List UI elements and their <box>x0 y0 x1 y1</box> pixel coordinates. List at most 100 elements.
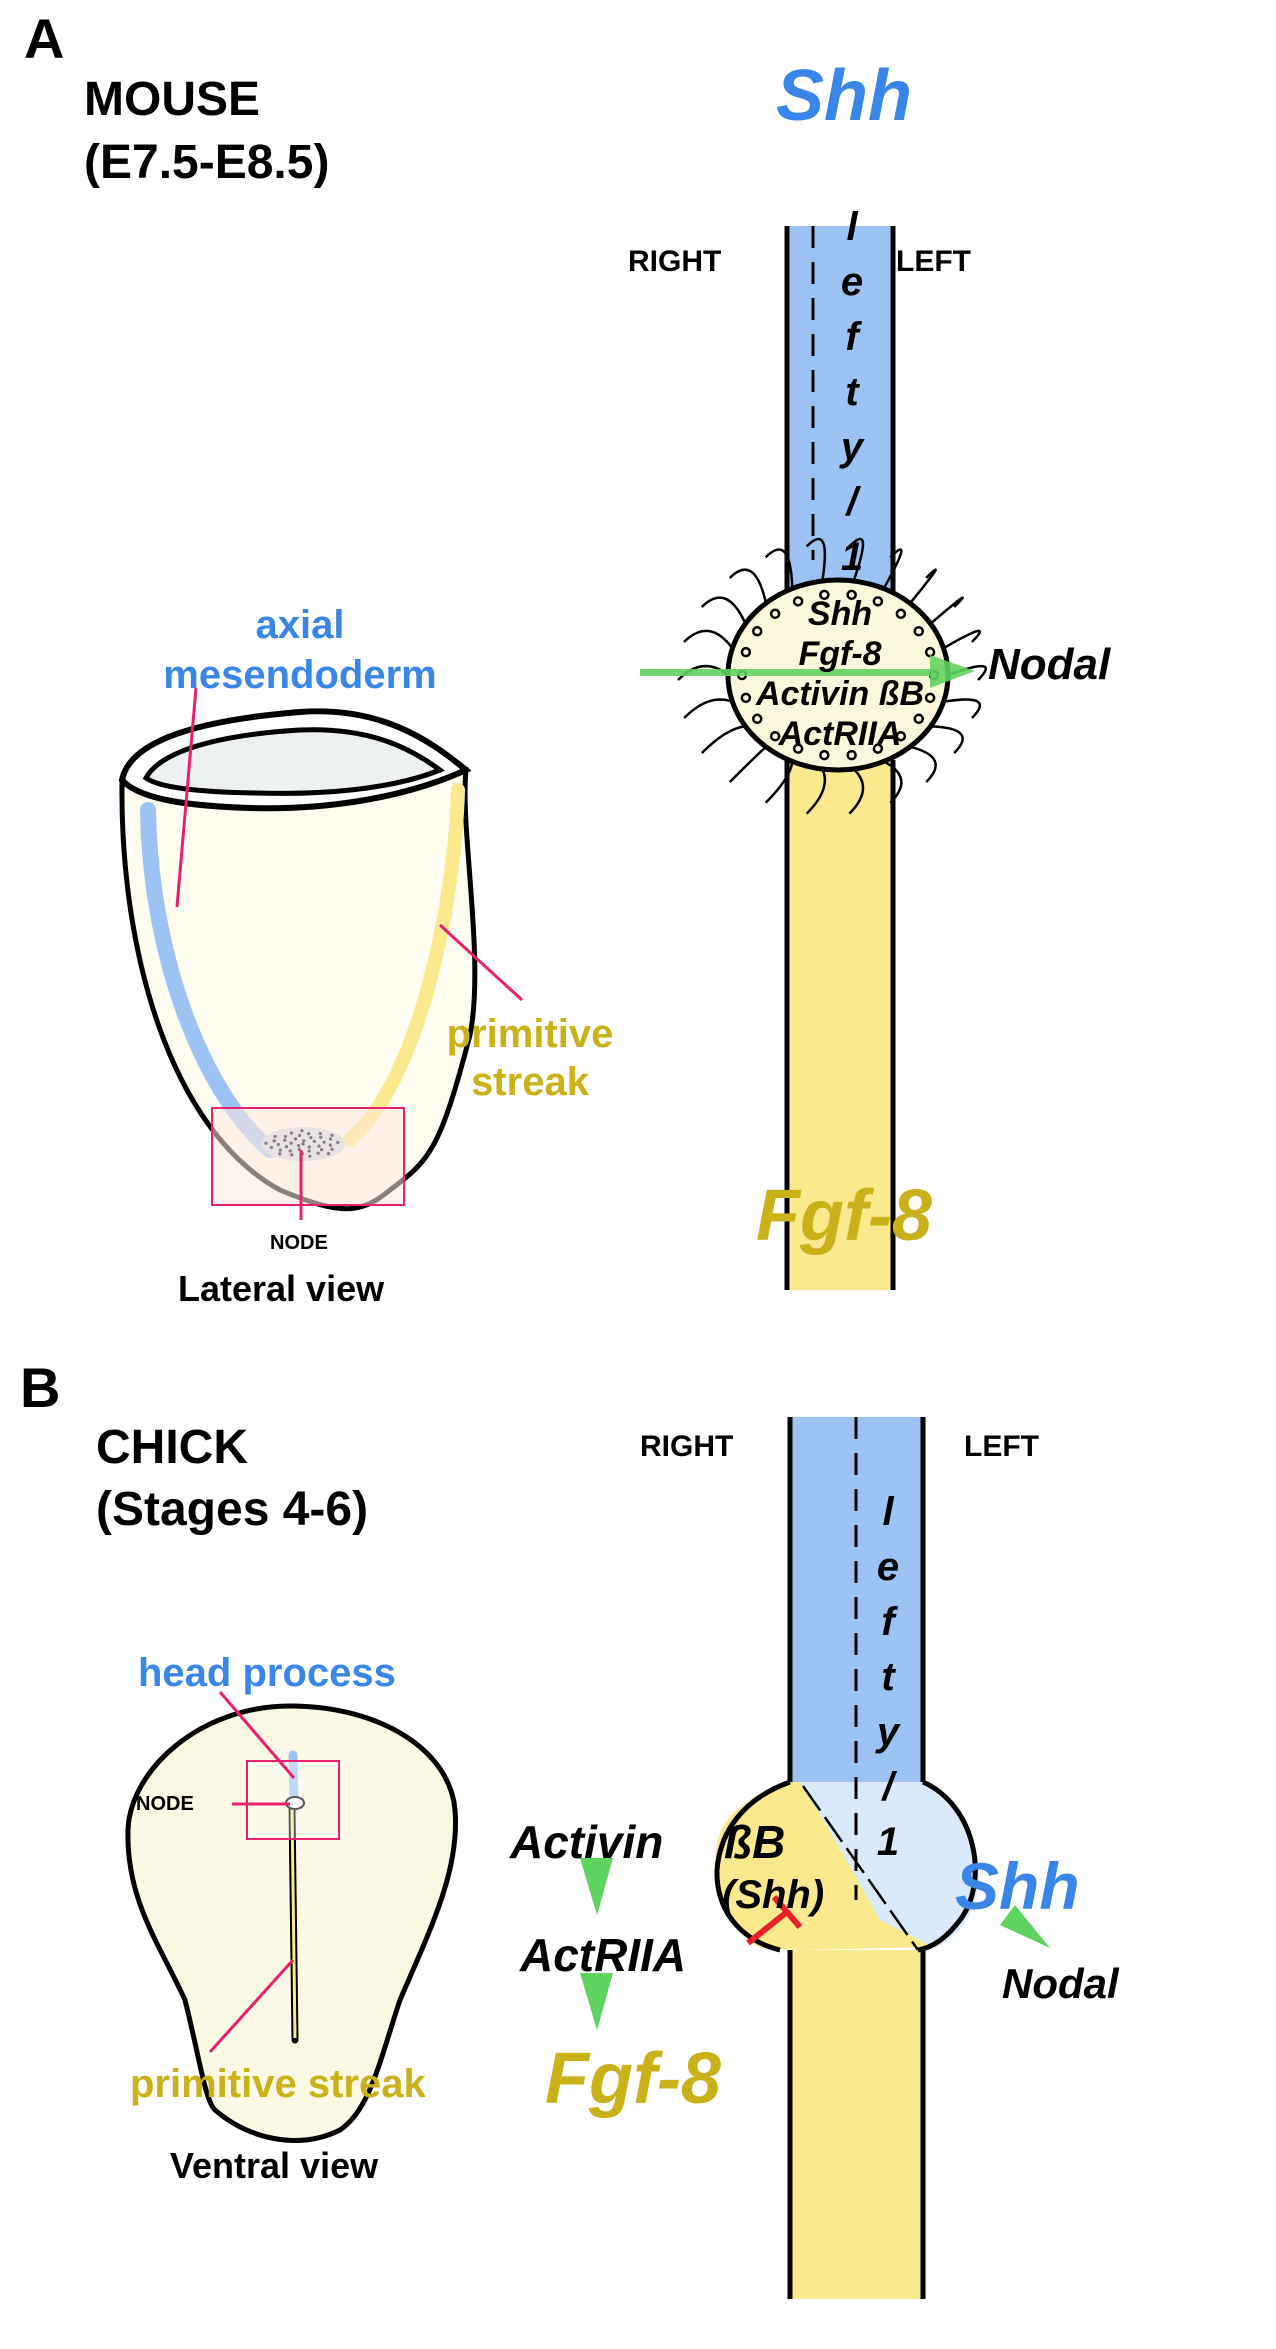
node-dot <box>278 1148 282 1152</box>
node-dot <box>326 1152 331 1156</box>
streak-label-line1: primitive <box>446 1012 614 1056</box>
notochord-blue-column <box>787 226 893 606</box>
cilium-base <box>924 692 936 704</box>
lefty-a-letter: f <box>845 315 859 359</box>
lefty-b-letter: l <box>882 1490 894 1534</box>
cilium-base <box>769 608 781 620</box>
node-divider <box>801 1785 920 1951</box>
cilium-base <box>846 589 857 601</box>
panel-a-shh-label: Shh <box>776 56 912 136</box>
cilium <box>683 629 734 649</box>
cilium-base <box>792 743 804 754</box>
cilium-base <box>819 749 830 761</box>
activin-to-actriia-arrow <box>580 1858 613 1915</box>
node-dot <box>330 1133 334 1137</box>
primitive-streak-label-a: primitive streak <box>420 1010 640 1106</box>
node-dot <box>293 1137 298 1141</box>
head-process-label: head process <box>138 1651 396 1695</box>
cilium-base <box>740 692 752 704</box>
node-right-light-blue <box>800 1782 979 1948</box>
cilium <box>882 548 903 590</box>
node-dot <box>328 1137 333 1141</box>
panel-b-species: CHICK <box>96 1421 248 1474</box>
lateral-view-label: Lateral view <box>178 1268 385 1309</box>
lefty-a-letter: / <box>846 480 858 524</box>
node-dot <box>318 1131 322 1136</box>
node-dot <box>264 1141 268 1145</box>
cilium-base <box>913 713 925 725</box>
panel-b-letter: B <box>20 1356 61 1419</box>
lefty-b-letter: t <box>881 1655 895 1699</box>
lefty-b-letter: e <box>876 1545 900 1589</box>
beta-b-label: ßB <box>724 1816 786 1868</box>
node-gene-label: Shh <box>807 595 873 633</box>
node-dot <box>284 1144 288 1149</box>
node-dot <box>296 1143 301 1148</box>
lefty-b-letter: / <box>882 1765 894 1809</box>
cilium <box>909 745 937 783</box>
node-stipple <box>264 1129 340 1158</box>
cilium <box>764 761 794 804</box>
node-dot <box>298 1133 302 1138</box>
lefty-a-letter: t <box>845 370 859 414</box>
actriia-to-fgf8-arrow <box>580 1973 613 2030</box>
cilium-base <box>740 646 752 658</box>
cilium-base <box>913 625 925 637</box>
lefty-a-letter: y <box>840 425 864 469</box>
panel-a-letter: A <box>24 7 65 70</box>
axial-label-line1: axial <box>255 603 345 647</box>
cilium <box>942 629 982 650</box>
node-dot <box>307 1145 311 1149</box>
panel-a-stage: (E7.5-E8.5) <box>84 136 330 189</box>
streak-label-line2: streak <box>471 1060 589 1104</box>
panel-a-node-label: NODE <box>270 1232 328 1254</box>
panel-b-stage: (Stages 4-6) <box>96 1483 369 1536</box>
node-gene-label: Fgf-8 <box>798 635 882 673</box>
lefty-a-letter: 1 <box>840 535 864 579</box>
panel-b-nodal-label: Nodal <box>1002 1960 1119 2007</box>
node-dot <box>273 1134 277 1139</box>
panel-a-species: MOUSE <box>84 73 261 126</box>
node-dot <box>317 1144 321 1148</box>
panel-b-fgf8-label: Fgf-8 <box>545 2039 721 2119</box>
streak-pointer <box>208 1958 295 2054</box>
embryo-cup-rim-inner <box>142 727 446 796</box>
node-gene-label: ActRIIA <box>778 715 902 753</box>
cilium <box>848 768 865 815</box>
cilium-base <box>895 730 907 742</box>
chick-column <box>580 1417 1050 2299</box>
cilium <box>700 725 746 754</box>
panel-a-right-label: RIGHT <box>628 245 722 278</box>
node-dot <box>283 1138 287 1142</box>
lefty-b-letter: f <box>881 1600 895 1644</box>
primitive-streak-core <box>290 1807 297 2039</box>
cilium-base <box>872 743 884 754</box>
streak-yellow-column <box>787 740 893 1290</box>
head-process-pointer <box>218 1691 296 1779</box>
node-outline <box>714 1779 978 1953</box>
panel-b-left-label: LEFT <box>964 1430 1039 1463</box>
node-dot <box>278 1152 282 1156</box>
node-dot <box>276 1142 280 1147</box>
lefty-a-letter: e <box>840 260 864 304</box>
node-dot <box>289 1131 294 1135</box>
cilium <box>700 596 747 625</box>
node-dot <box>300 1129 304 1133</box>
node-dot <box>269 1145 274 1150</box>
cilium <box>943 698 982 719</box>
shh-paren-label: (Shh) <box>722 1873 825 1917</box>
lefty-b-letter: 1 <box>876 1820 900 1864</box>
cilium <box>683 698 733 719</box>
cilium-base <box>769 730 781 742</box>
panel-a-fgf8-label: Fgf-8 <box>756 1176 932 1256</box>
node-dot <box>307 1131 311 1136</box>
inhibition-symbol <box>746 1895 803 1946</box>
node-dot <box>288 1149 292 1153</box>
node-dot <box>320 1148 324 1152</box>
chick-embryo <box>125 1691 459 2143</box>
axial-mesendoderm-label: axial mesendoderm <box>100 600 500 700</box>
